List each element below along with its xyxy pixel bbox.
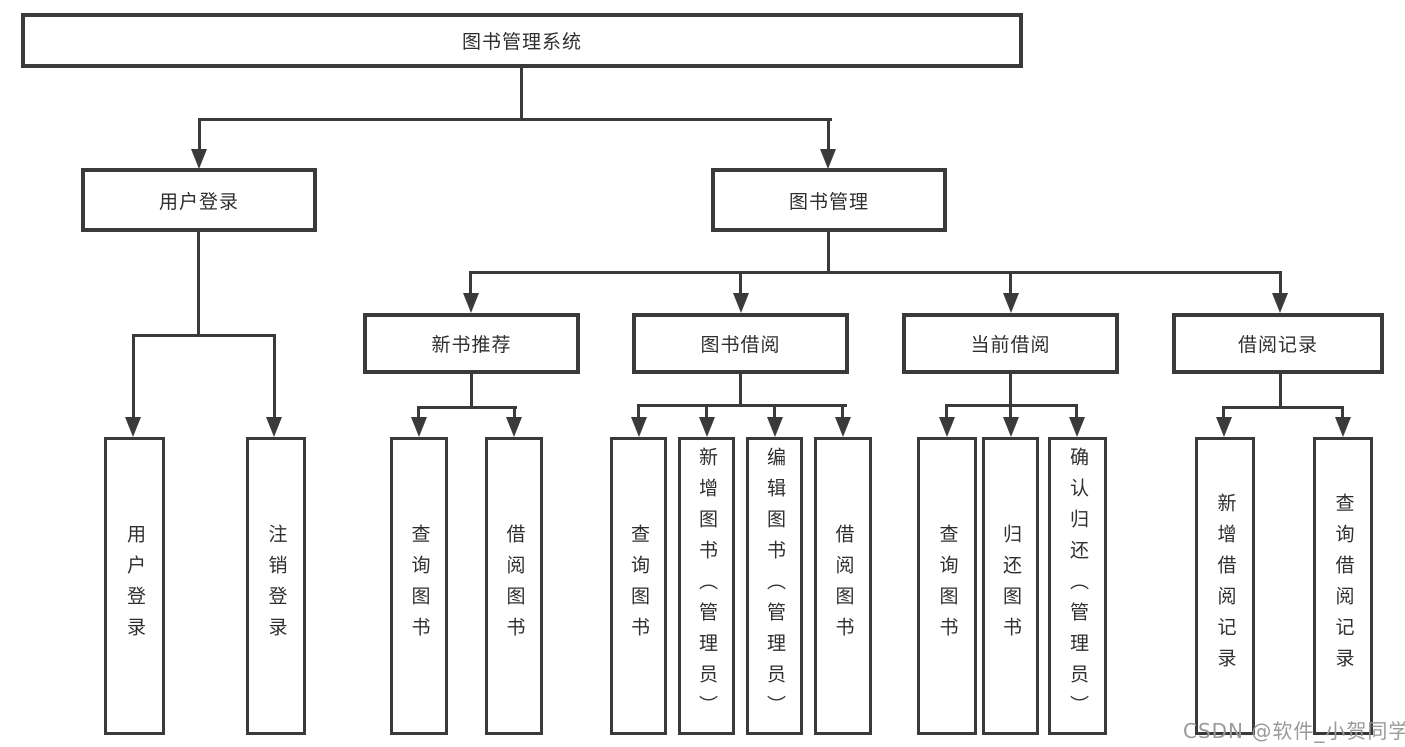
connector-mgmt-stem — [827, 232, 830, 273]
connector-current-stem — [1009, 374, 1012, 407]
leaf-borrow-books: 借阅图书 — [814, 437, 872, 735]
leaf-borrow-books-label: 借阅图书 — [832, 524, 855, 648]
arrow-down-icon — [767, 417, 783, 437]
connector-root-bar — [199, 118, 832, 121]
leaf-add-borrow-record: 新增借阅记录 — [1195, 437, 1255, 735]
connector-root-stem — [520, 68, 523, 121]
connector-recommend-drop-1 — [417, 406, 420, 418]
leaf-user-login-label: 用户登录 — [124, 524, 146, 648]
arrow-down-icon — [1335, 417, 1351, 437]
leaf-logout: 注销登录 — [246, 437, 306, 735]
arrow-down-icon — [1272, 293, 1288, 313]
connector-borrow-bar — [637, 404, 847, 407]
leaf-return-book-label: 归还图书 — [1000, 524, 1022, 648]
arrow-down-icon — [1069, 417, 1085, 437]
node-borrow-records: 借阅记录 — [1172, 313, 1384, 374]
connector-login-drop-1 — [132, 334, 135, 418]
arrow-down-icon — [266, 417, 282, 437]
connector-recommend-bar — [417, 406, 517, 409]
connector-records-bar — [1222, 406, 1344, 409]
node-current-borrow-label: 当前借阅 — [970, 334, 1051, 356]
connector-mgmt-bar — [469, 271, 1282, 274]
connector-records-drop-2 — [1341, 406, 1344, 418]
connector-current-drop-2 — [1009, 404, 1012, 418]
leaf-logout-label: 注销登录 — [265, 524, 288, 648]
leaf-add-borrow-record-label: 新增借阅记录 — [1214, 493, 1237, 679]
arrow-down-icon — [411, 417, 427, 437]
arrow-down-icon — [631, 417, 647, 437]
arrow-down-icon — [820, 149, 836, 169]
node-book-borrow-label: 图书借阅 — [700, 334, 781, 356]
node-user-login-label: 用户登录 — [158, 190, 239, 213]
leaf-query-books-borrow: 查询图书 — [610, 437, 667, 735]
connector-login-bar — [133, 334, 276, 337]
leaf-query-books-borrow-label: 查询图书 — [628, 524, 650, 648]
arrow-down-icon — [1003, 293, 1019, 313]
connector-records-drop-1 — [1222, 406, 1225, 418]
leaf-user-login: 用户登录 — [104, 437, 165, 735]
connector-recommend-drop-2 — [513, 406, 516, 418]
connector-borrow-drop-3 — [773, 404, 776, 418]
arrow-down-icon — [699, 417, 715, 437]
node-new-book-recommend-label: 新书推荐 — [431, 334, 512, 356]
connector-login-drop-2 — [273, 334, 276, 418]
connector-borrow-drop-4 — [841, 404, 844, 418]
arrow-down-icon — [125, 417, 141, 437]
arrow-down-icon — [1003, 417, 1019, 437]
arrow-down-icon — [835, 417, 851, 437]
connector-recommend-stem — [470, 374, 473, 409]
connector-borrow-drop-2 — [705, 404, 708, 418]
connector-mgmt-drop-4 — [1279, 271, 1282, 294]
arrow-down-icon — [939, 417, 955, 437]
arrow-down-icon — [733, 293, 749, 313]
leaf-query-books-recommend-label: 查询图书 — [408, 524, 431, 648]
arrow-down-icon — [506, 417, 522, 437]
leaf-add-book-admin: 新增图书（管理员） — [678, 437, 735, 735]
csdn-watermark: CSDN @软件_小贺同学 — [1183, 719, 1405, 743]
leaf-borrow-books-recommend: 借阅图书 — [485, 437, 543, 735]
connector-records-stem — [1279, 374, 1282, 409]
connector-root-drop-left — [198, 118, 201, 151]
connector-root-drop-right — [827, 118, 830, 151]
leaf-borrow-books-recommend-label: 借阅图书 — [503, 524, 526, 648]
arrow-down-icon — [191, 149, 207, 169]
connector-borrow-drop-1 — [637, 404, 640, 418]
node-root-label: 图书管理系统 — [461, 31, 582, 53]
leaf-return-book: 归还图书 — [982, 437, 1039, 735]
node-book-management-label: 图书管理 — [788, 190, 869, 213]
connector-mgmt-drop-1 — [469, 271, 472, 294]
connector-mgmt-drop-3 — [1009, 271, 1012, 294]
arrow-down-icon — [463, 293, 479, 313]
connector-mgmt-drop-2 — [739, 271, 742, 294]
connector-login-stem — [197, 232, 200, 337]
leaf-edit-book-admin-label: 编辑图书（管理员） — [764, 446, 786, 726]
connector-borrow-stem — [739, 374, 742, 407]
node-book-management: 图书管理 — [711, 168, 947, 232]
arrow-down-icon — [1216, 417, 1232, 437]
leaf-confirm-return-admin-label: 确认归还（管理员） — [1067, 446, 1089, 726]
leaf-query-borrow-record-label: 查询借阅记录 — [1332, 493, 1355, 679]
leaf-query-books-recommend: 查询图书 — [390, 437, 448, 735]
node-new-book-recommend: 新书推荐 — [363, 313, 580, 374]
node-borrow-records-label: 借阅记录 — [1237, 334, 1318, 356]
leaf-edit-book-admin: 编辑图书（管理员） — [746, 437, 803, 735]
leaf-query-books-current-label: 查询图书 — [936, 524, 959, 648]
node-book-borrow: 图书借阅 — [632, 313, 849, 374]
node-user-login: 用户登录 — [81, 168, 317, 232]
connector-current-drop-3 — [1075, 404, 1078, 418]
leaf-confirm-return-admin: 确认归还（管理员） — [1048, 437, 1107, 735]
connector-current-drop-1 — [945, 404, 948, 418]
leaf-add-book-admin-label: 新增图书（管理员） — [696, 446, 718, 726]
leaf-query-books-current: 查询图书 — [917, 437, 977, 735]
node-current-borrow: 当前借阅 — [902, 313, 1119, 374]
leaf-query-borrow-record: 查询借阅记录 — [1313, 437, 1373, 735]
node-root: 图书管理系统 — [21, 13, 1023, 68]
